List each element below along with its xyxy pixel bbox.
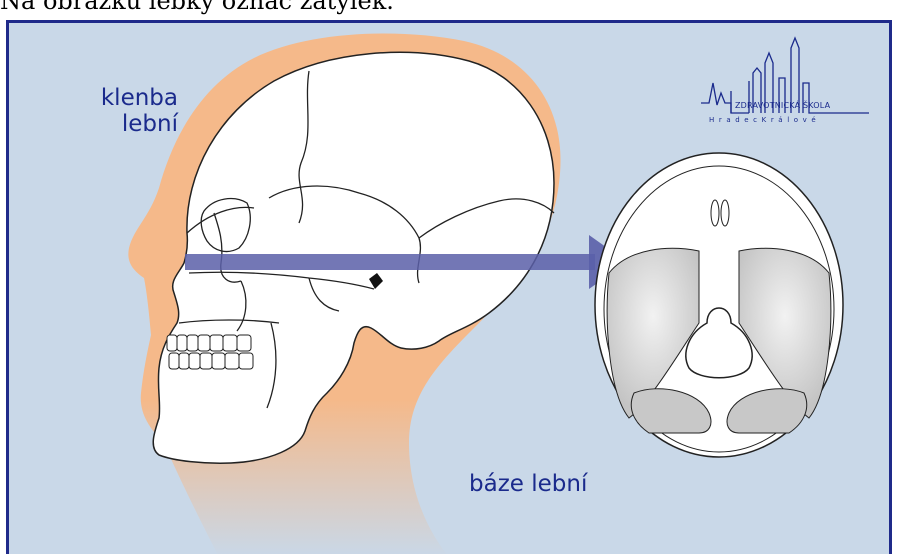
diagram-panel: klenba lební báze lební ZDRAVOTNICKÁ ŠKO…	[6, 20, 892, 554]
arrow-shaft	[185, 254, 595, 270]
logo-school-name: ZDRAVOTNICKÁ ŠKOLA	[735, 101, 830, 110]
logo-city-name: HradecKrálové	[709, 116, 820, 124]
label-baze-lebni: báze lební	[469, 471, 587, 497]
label-klenba-lebni: klenba lební	[82, 85, 178, 137]
skull-base	[595, 153, 843, 457]
question-text: Na obrázku lebky označ zátylek.	[0, 0, 394, 16]
